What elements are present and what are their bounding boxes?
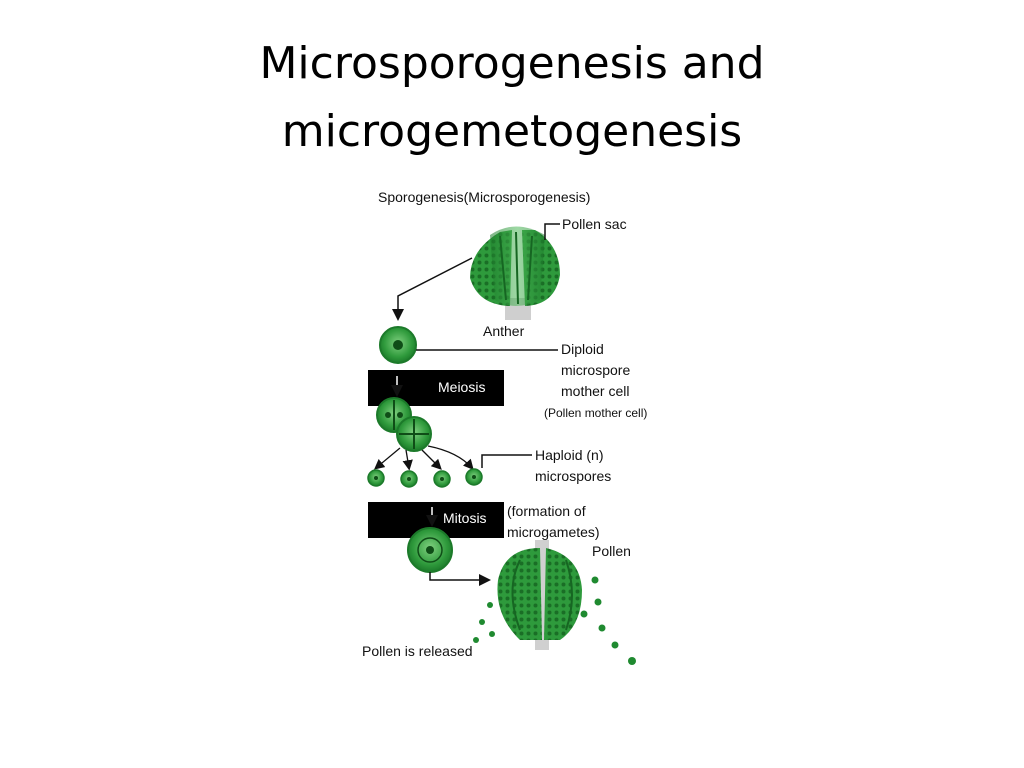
- label-diploid-1: Diploid: [561, 341, 604, 357]
- label-anther: Anther: [483, 323, 525, 339]
- label-diploid-4: (Pollen mother cell): [544, 406, 647, 420]
- label-pollen-released: Pollen is released: [362, 643, 473, 659]
- diploid-mother-cell: [379, 326, 417, 364]
- released-pollen: [473, 576, 636, 665]
- label-pollen: Pollen: [592, 543, 631, 559]
- label-mitosis: Mitosis: [443, 510, 487, 526]
- haploid-microspores: [367, 468, 483, 488]
- slide-title-line-2: microgemetogenesis: [281, 106, 743, 157]
- dividing-cells: [376, 397, 432, 452]
- label-formation-2: microgametes): [507, 524, 600, 540]
- label-diploid-2: microspore: [561, 362, 630, 378]
- diagram-heading: Sporogenesis(Microsporogenesis): [378, 189, 590, 205]
- label-haploid-1: Haploid (n): [535, 447, 603, 463]
- dehiscing-anther: [497, 540, 582, 650]
- anther-image: [470, 226, 560, 320]
- label-meiosis: Meiosis: [438, 379, 485, 395]
- label-haploid-2: microspores: [535, 468, 611, 484]
- label-pollen-sac: Pollen sac: [562, 216, 627, 232]
- pollen-grain: [407, 527, 453, 573]
- label-diploid-3: mother cell: [561, 383, 629, 399]
- slide-title-line-1: Microsporogenesis and: [259, 38, 765, 89]
- label-formation-1: (formation of: [507, 503, 586, 519]
